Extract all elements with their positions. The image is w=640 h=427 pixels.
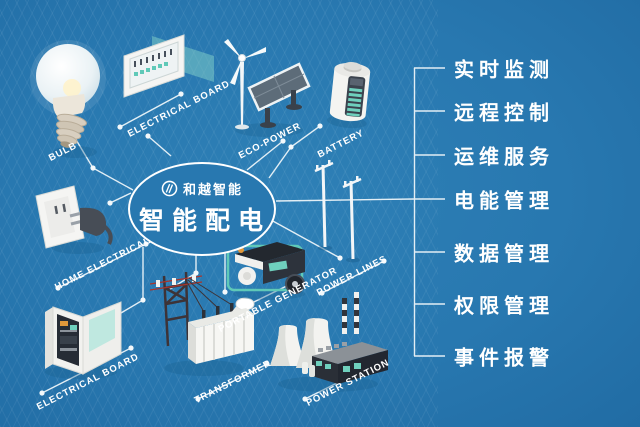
node-power-station	[266, 292, 391, 392]
power-lines-icon	[314, 160, 362, 263]
brand-row: 和越智能	[161, 179, 243, 198]
home-electrical-icon	[35, 185, 113, 254]
node-electrical-board-top	[118, 30, 218, 115]
node-bulb	[25, 36, 115, 161]
power-station-icon	[270, 292, 388, 392]
brand-name: 和越智能	[182, 182, 243, 197]
node-portable-generator	[221, 236, 316, 301]
portable-generator-icon	[226, 242, 305, 300]
central-hub: 和越智能 智能配电	[128, 162, 276, 256]
node-transformer	[142, 270, 260, 378]
node-electrical-board-bottom	[33, 296, 133, 381]
feature-item-remote-control: 远程控制	[454, 102, 554, 125]
feature-item-event-alarm: 事件报警	[454, 347, 554, 370]
node-battery	[323, 52, 378, 132]
hub-title: 智能配电	[138, 207, 271, 235]
swirl-logo-icon	[161, 180, 178, 197]
bulb-icon	[30, 40, 106, 158]
feature-item-ops-service: 运维服务	[454, 146, 554, 169]
feature-item-energy-management: 电能管理	[454, 190, 554, 213]
battery-icon	[326, 62, 371, 129]
feature-item-data-management: 数据管理	[454, 243, 554, 266]
feature-item-realtime-monitoring: 实时监测	[454, 59, 554, 82]
feature-item-permission-management: 权限管理	[454, 295, 554, 318]
electrical-board-icon	[123, 34, 214, 98]
node-home-electrical	[26, 182, 116, 262]
transformer-icon	[149, 271, 255, 376]
eco-power-icon	[224, 39, 311, 137]
node-power-lines	[313, 155, 368, 265]
electrical-cabinet-icon	[45, 301, 122, 379]
node-eco-power	[211, 30, 311, 140]
